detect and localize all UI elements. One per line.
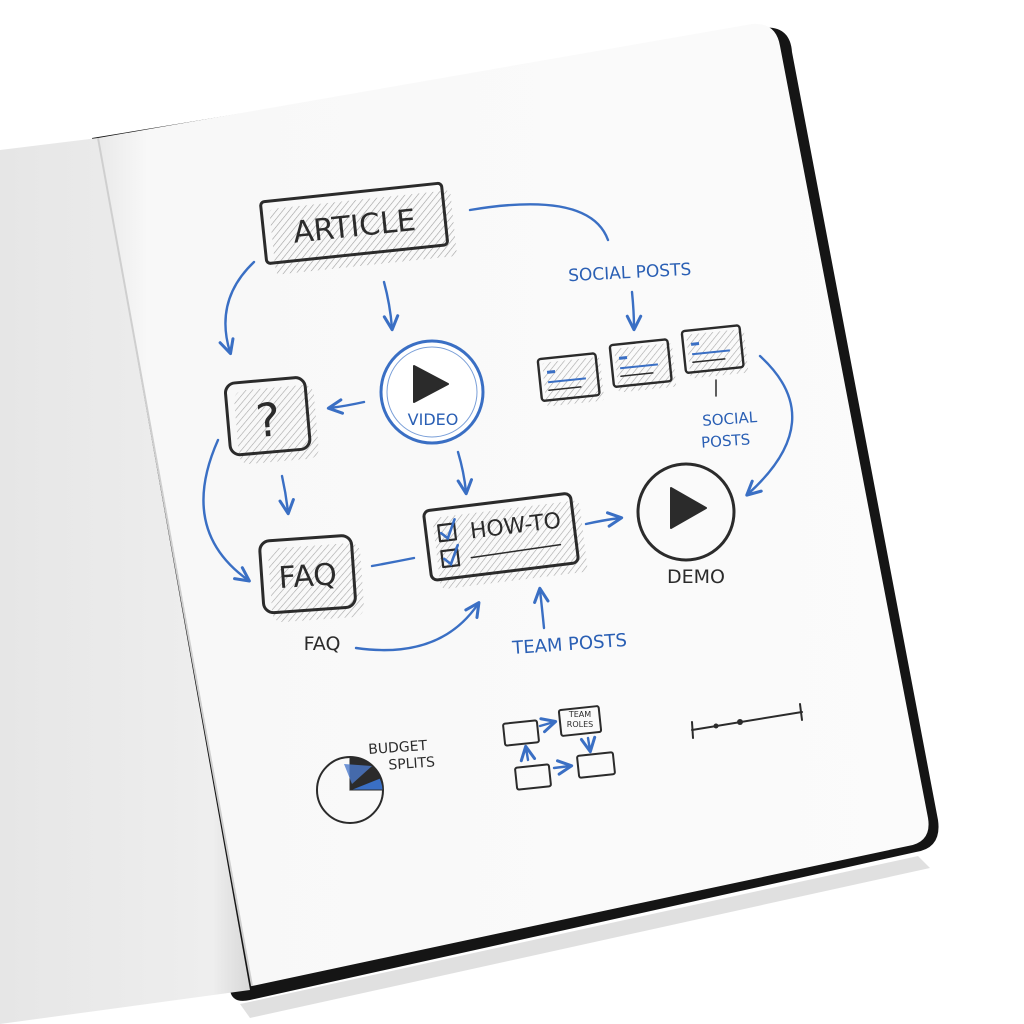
arrow-article-to-video: [382, 280, 400, 332]
flow-arrows: [202, 203, 794, 652]
budget-label-1: BUDGET: [368, 738, 428, 758]
faq-caption: FAQ: [304, 633, 341, 655]
content-flow-diagram: ARTICLE ? VIDEO FAQ: [202, 181, 794, 659]
faq-label: FAQ: [278, 557, 338, 596]
social-card: [608, 338, 677, 393]
pie-chart-icon: [316, 756, 384, 824]
arrow-howto-to-demo: [584, 511, 624, 528]
video-label: VIDEO: [408, 410, 459, 429]
thumbnail-row: BUDGET SPLITS TEAM ROLES: [316, 703, 803, 824]
article-node: ARTICLE: [259, 181, 457, 275]
social-posts-label-right-2: POSTS: [701, 430, 751, 451]
checkbox-icon: [437, 518, 461, 569]
arrow-teamposts-to-howto: [533, 586, 550, 630]
question-mark-icon: ?: [253, 392, 282, 448]
arrow-social-label-to-cards: [625, 290, 643, 332]
demo-label: DEMO: [667, 566, 725, 588]
team-roles-label-1: TEAM: [568, 710, 591, 719]
arrow-article-to-social: [468, 203, 610, 242]
arrow-question-to-faq-loop: [202, 438, 251, 583]
timeline-icon: [691, 703, 803, 739]
team-roles-diagram: TEAM ROLES: [502, 705, 616, 791]
arrow-faq-to-howto-line: [370, 556, 416, 568]
arrow-faq-to-howto-curve: [354, 601, 481, 652]
question-node: ?: [224, 376, 319, 464]
play-icon: [413, 365, 449, 403]
faq-node: FAQ: [258, 534, 364, 623]
arrow-social-to-demo: [745, 354, 794, 497]
social-post-cards: [536, 324, 749, 407]
budget-label-2: SPLITS: [388, 754, 436, 773]
social-card: [536, 352, 605, 407]
arrow-video-to-howto: [456, 450, 474, 496]
social-posts-label-right-1: SOCIAL: [702, 408, 759, 430]
demo-node: DEMO: [636, 462, 736, 588]
arrow-article-to-question: [218, 260, 256, 356]
video-node: VIDEO: [379, 339, 485, 445]
play-icon: [670, 487, 707, 529]
social-card: [680, 324, 749, 379]
howto-node: HOW-TO: [422, 492, 588, 589]
team-roles-label-2: ROLES: [567, 720, 593, 729]
left-page: [0, 138, 250, 1024]
arrow-video-to-question: [326, 398, 366, 415]
arrow-question-to-faq: [278, 474, 295, 516]
